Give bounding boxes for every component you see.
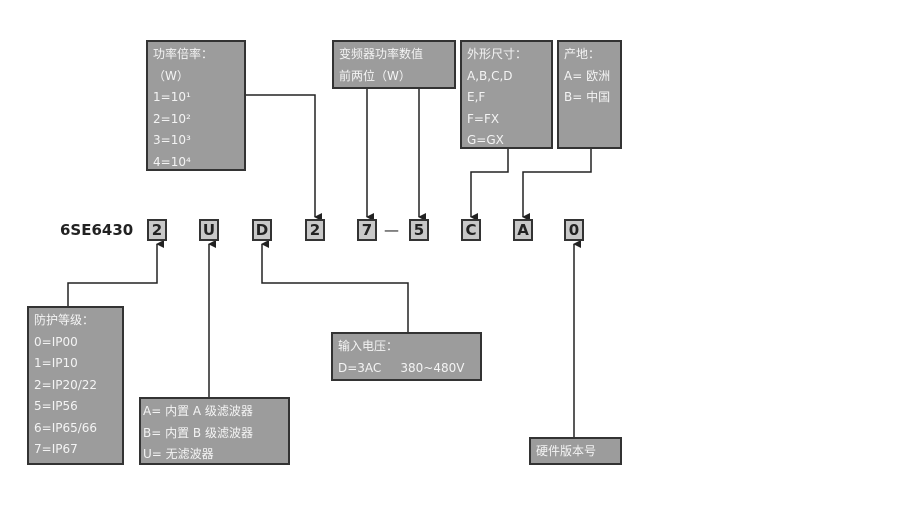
power-value-title: 变频器功率数值 — [339, 47, 424, 61]
voltage-box: 输入电压： D=3AC 380~480V — [331, 332, 482, 381]
protection-title: 防护等级： — [34, 313, 95, 327]
power-multiplier-line: 4=10⁴ — [153, 154, 191, 169]
filter-line: B= 内置 B 级滤波器 — [143, 425, 253, 440]
code-power-digit-2: 5 — [409, 219, 429, 241]
power-multiplier-line: （W） — [153, 68, 189, 83]
voltage-line: D=3AC 380~480V — [338, 360, 465, 375]
power-value-line: 前两位（W） — [339, 68, 411, 83]
arrow-frame-size — [470, 148, 509, 221]
frame-size-title: 外形尺寸： — [467, 47, 528, 61]
protection-line: 1=IP10 — [34, 356, 78, 370]
code-voltage: D — [252, 219, 272, 241]
power-multiplier-title: 功率倍率： — [153, 47, 214, 61]
protection-line: 6=IP65/66 — [34, 420, 98, 435]
frame-size-line: E,F — [467, 90, 486, 104]
code-power-digit-1: 7 — [357, 219, 377, 241]
arrow-protection — [67, 240, 164, 306]
code-filter: U — [199, 219, 219, 241]
protection-box: 防护等级： 0=IP00 1=IP10 2=IP20/22 5=IP56 6=I… — [27, 306, 124, 465]
filter-line: A= 内置 A 级滤波器 — [143, 404, 253, 418]
code-protection: 2 — [147, 219, 167, 241]
filter-box: A= 内置 A 级滤波器 B= 内置 B 级滤波器 U= 无滤波器 — [139, 397, 290, 465]
code-power-multiplier: 2 — [305, 219, 325, 241]
frame-size-line: G=GX — [467, 133, 504, 147]
hardware-title: 硬件版本号 — [536, 444, 597, 458]
protection-line: 5=IP56 — [34, 399, 78, 413]
power-multiplier-line: 3=10³ — [153, 133, 191, 147]
code-frame-size: C — [461, 219, 481, 241]
frame-size-line: F=FX — [467, 111, 500, 126]
code-origin: A — [513, 219, 533, 241]
frame-size-line: A,B,C,D — [467, 68, 513, 83]
code-hardware: 0 — [564, 219, 584, 241]
power-multiplier-line: 1=10¹ — [153, 90, 191, 104]
power-value-box: 变频器功率数值 前两位（W） — [332, 40, 456, 89]
origin-title: 产地： — [564, 47, 601, 61]
hardware-box: 硬件版本号 — [529, 437, 622, 465]
code-separator: — — [384, 221, 399, 239]
origin-line: A= 欧洲 — [564, 68, 611, 83]
protection-line: 2=IP20/22 — [34, 377, 98, 392]
model-prefix: 6SE6430 — [60, 221, 134, 239]
power-multiplier-box: 功率倍率： （W） 1=10¹ 2=10² 3=10³ 4=10⁴ — [146, 40, 246, 171]
voltage-title: 输入电压： — [338, 339, 399, 353]
arrow-power-multiplier — [246, 94, 322, 221]
protection-line: 0=IP00 — [34, 334, 78, 349]
power-multiplier-line: 2=10² — [153, 111, 191, 126]
origin-line: B= 中国 — [564, 90, 611, 104]
origin-box: 产地： A= 欧洲 B= 中国 — [557, 40, 622, 149]
protection-line: 7=IP67 — [34, 442, 78, 456]
arrow-origin — [522, 148, 592, 221]
filter-line: U= 无滤波器 — [143, 447, 214, 461]
frame-size-box: 外形尺寸： A,B,C,D E,F F=FX G=GX — [460, 40, 553, 149]
arrow-voltage — [261, 240, 409, 332]
